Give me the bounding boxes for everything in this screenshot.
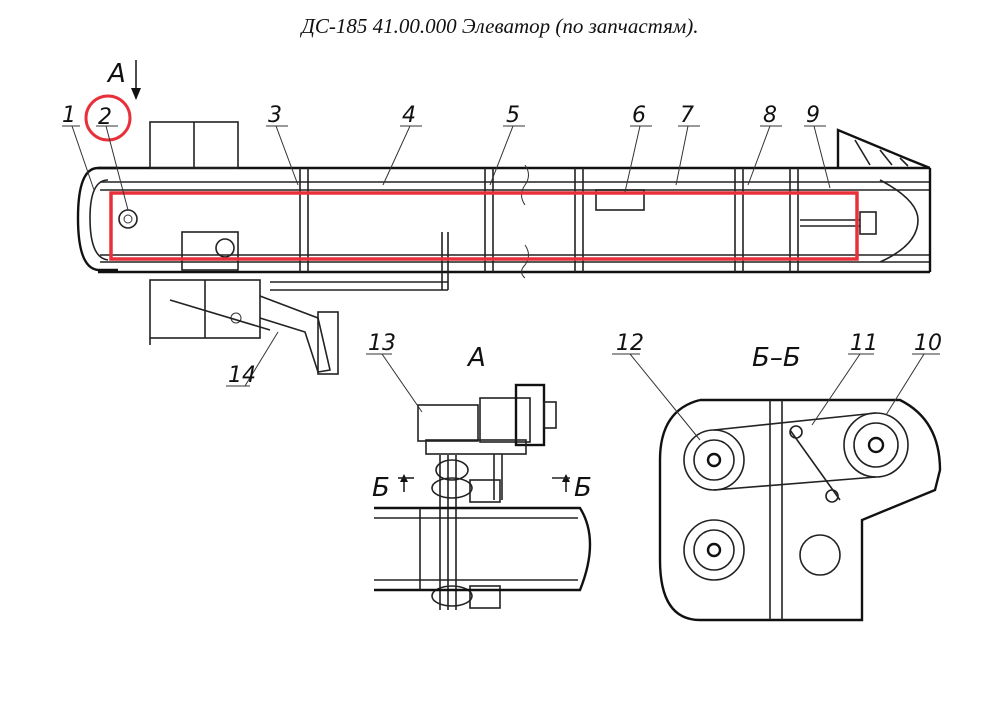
label-14: 14	[228, 363, 256, 388]
callouts-main: 1 2 3 4 5 6 7 8 9 14	[62, 103, 831, 388]
section-bb-title: Б–Б	[752, 343, 801, 373]
label-1: 1	[62, 103, 76, 128]
label-9: 9	[806, 103, 820, 128]
label-8: 8	[763, 103, 777, 128]
view-a-label: А	[106, 59, 126, 89]
highlight-circle	[84, 94, 132, 142]
section-mark-right: Б	[574, 473, 592, 503]
view-a-title: А	[466, 343, 486, 373]
label-7: 7	[680, 103, 694, 128]
label-2: 2	[98, 105, 112, 130]
section-bb-detail: Б–Б 12 11 10	[612, 331, 942, 622]
label-10: 10	[914, 331, 942, 356]
label-3: 3	[268, 103, 282, 128]
highlight-rectangle	[109, 191, 859, 261]
elevator-side-view	[76, 121, 932, 375]
label-11: 11	[850, 331, 878, 356]
label-4: 4	[402, 103, 416, 128]
label-13: 13	[368, 331, 396, 356]
section-mark-left: Б	[372, 473, 390, 503]
view-a-detail: А Б Б 13	[366, 331, 592, 610]
label-12: 12	[616, 331, 644, 356]
drawing-title: ДС-185 41.00.000 Элеватор (по запчастям)…	[301, 14, 699, 38]
view-a-arrow: А	[106, 59, 141, 100]
label-5: 5	[506, 103, 520, 128]
label-6: 6	[632, 103, 646, 128]
